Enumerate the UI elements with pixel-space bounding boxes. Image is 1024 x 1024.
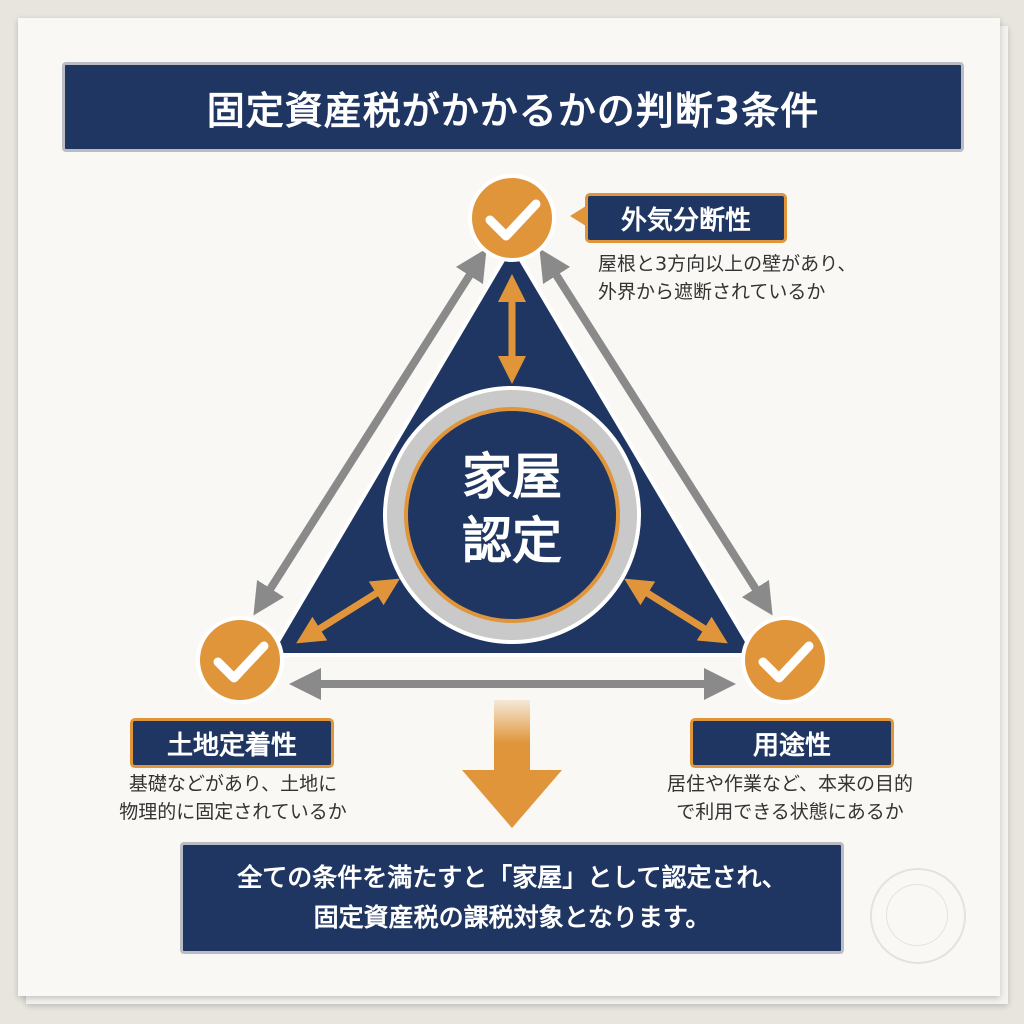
check-icon-top xyxy=(468,174,556,262)
desc-line: 居住や作業など、本来の目的 xyxy=(666,773,914,795)
center-line-1: 家屋 xyxy=(462,448,562,506)
desc-line: 屋根と3方向以上の壁があり、 xyxy=(598,253,857,275)
center-ring-inner xyxy=(404,407,620,623)
check-icon-left xyxy=(196,616,284,704)
gray-arrow-right xyxy=(539,248,773,616)
desc-line: 物理的に固定されているか xyxy=(119,801,347,823)
gray-arrow-left xyxy=(253,248,487,616)
page-title: 固定資産税がかかるかの判断3条件 xyxy=(62,62,964,152)
condition-desc-usage: 居住や作業など、本来の目的 で利用できる状態にあるか xyxy=(660,770,920,826)
down-arrow-icon xyxy=(462,700,562,828)
desc-line: 外界から遮断されているか xyxy=(598,281,826,303)
desc-line: で利用できる状態にあるか xyxy=(676,801,904,823)
center-line-2: 認定 xyxy=(462,512,562,570)
orange-arrow-left xyxy=(296,578,400,644)
center-label: 家屋 認定 xyxy=(432,445,592,573)
conclusion-box: 全ての条件を満たすと「家屋」として認定され、 固定資産税の課税対象となります。 xyxy=(180,842,844,954)
conclusion-line-2: 固定資産税の課税対象となります。 xyxy=(313,903,711,932)
conclusion-line-1: 全ての条件を満たすと「家屋」として認定され、 xyxy=(237,863,787,892)
orange-arrow-right xyxy=(624,578,728,644)
condition-label-usage: 用途性 xyxy=(690,718,894,768)
condition-desc-land: 基礎などがあり、土地に 物理的に固定されているか xyxy=(108,770,358,826)
desc-line: 基礎などがあり、土地に xyxy=(128,773,338,795)
condition-label-external: 外気分断性 xyxy=(585,193,787,243)
condition-desc-external: 屋根と3方向以上の壁があり、 外界から遮断されているか xyxy=(598,250,856,306)
check-icon-right xyxy=(741,616,829,704)
condition-label-land: 土地定着性 xyxy=(130,718,334,768)
label-pointer xyxy=(570,206,586,226)
seal-watermark-icon xyxy=(870,868,966,964)
